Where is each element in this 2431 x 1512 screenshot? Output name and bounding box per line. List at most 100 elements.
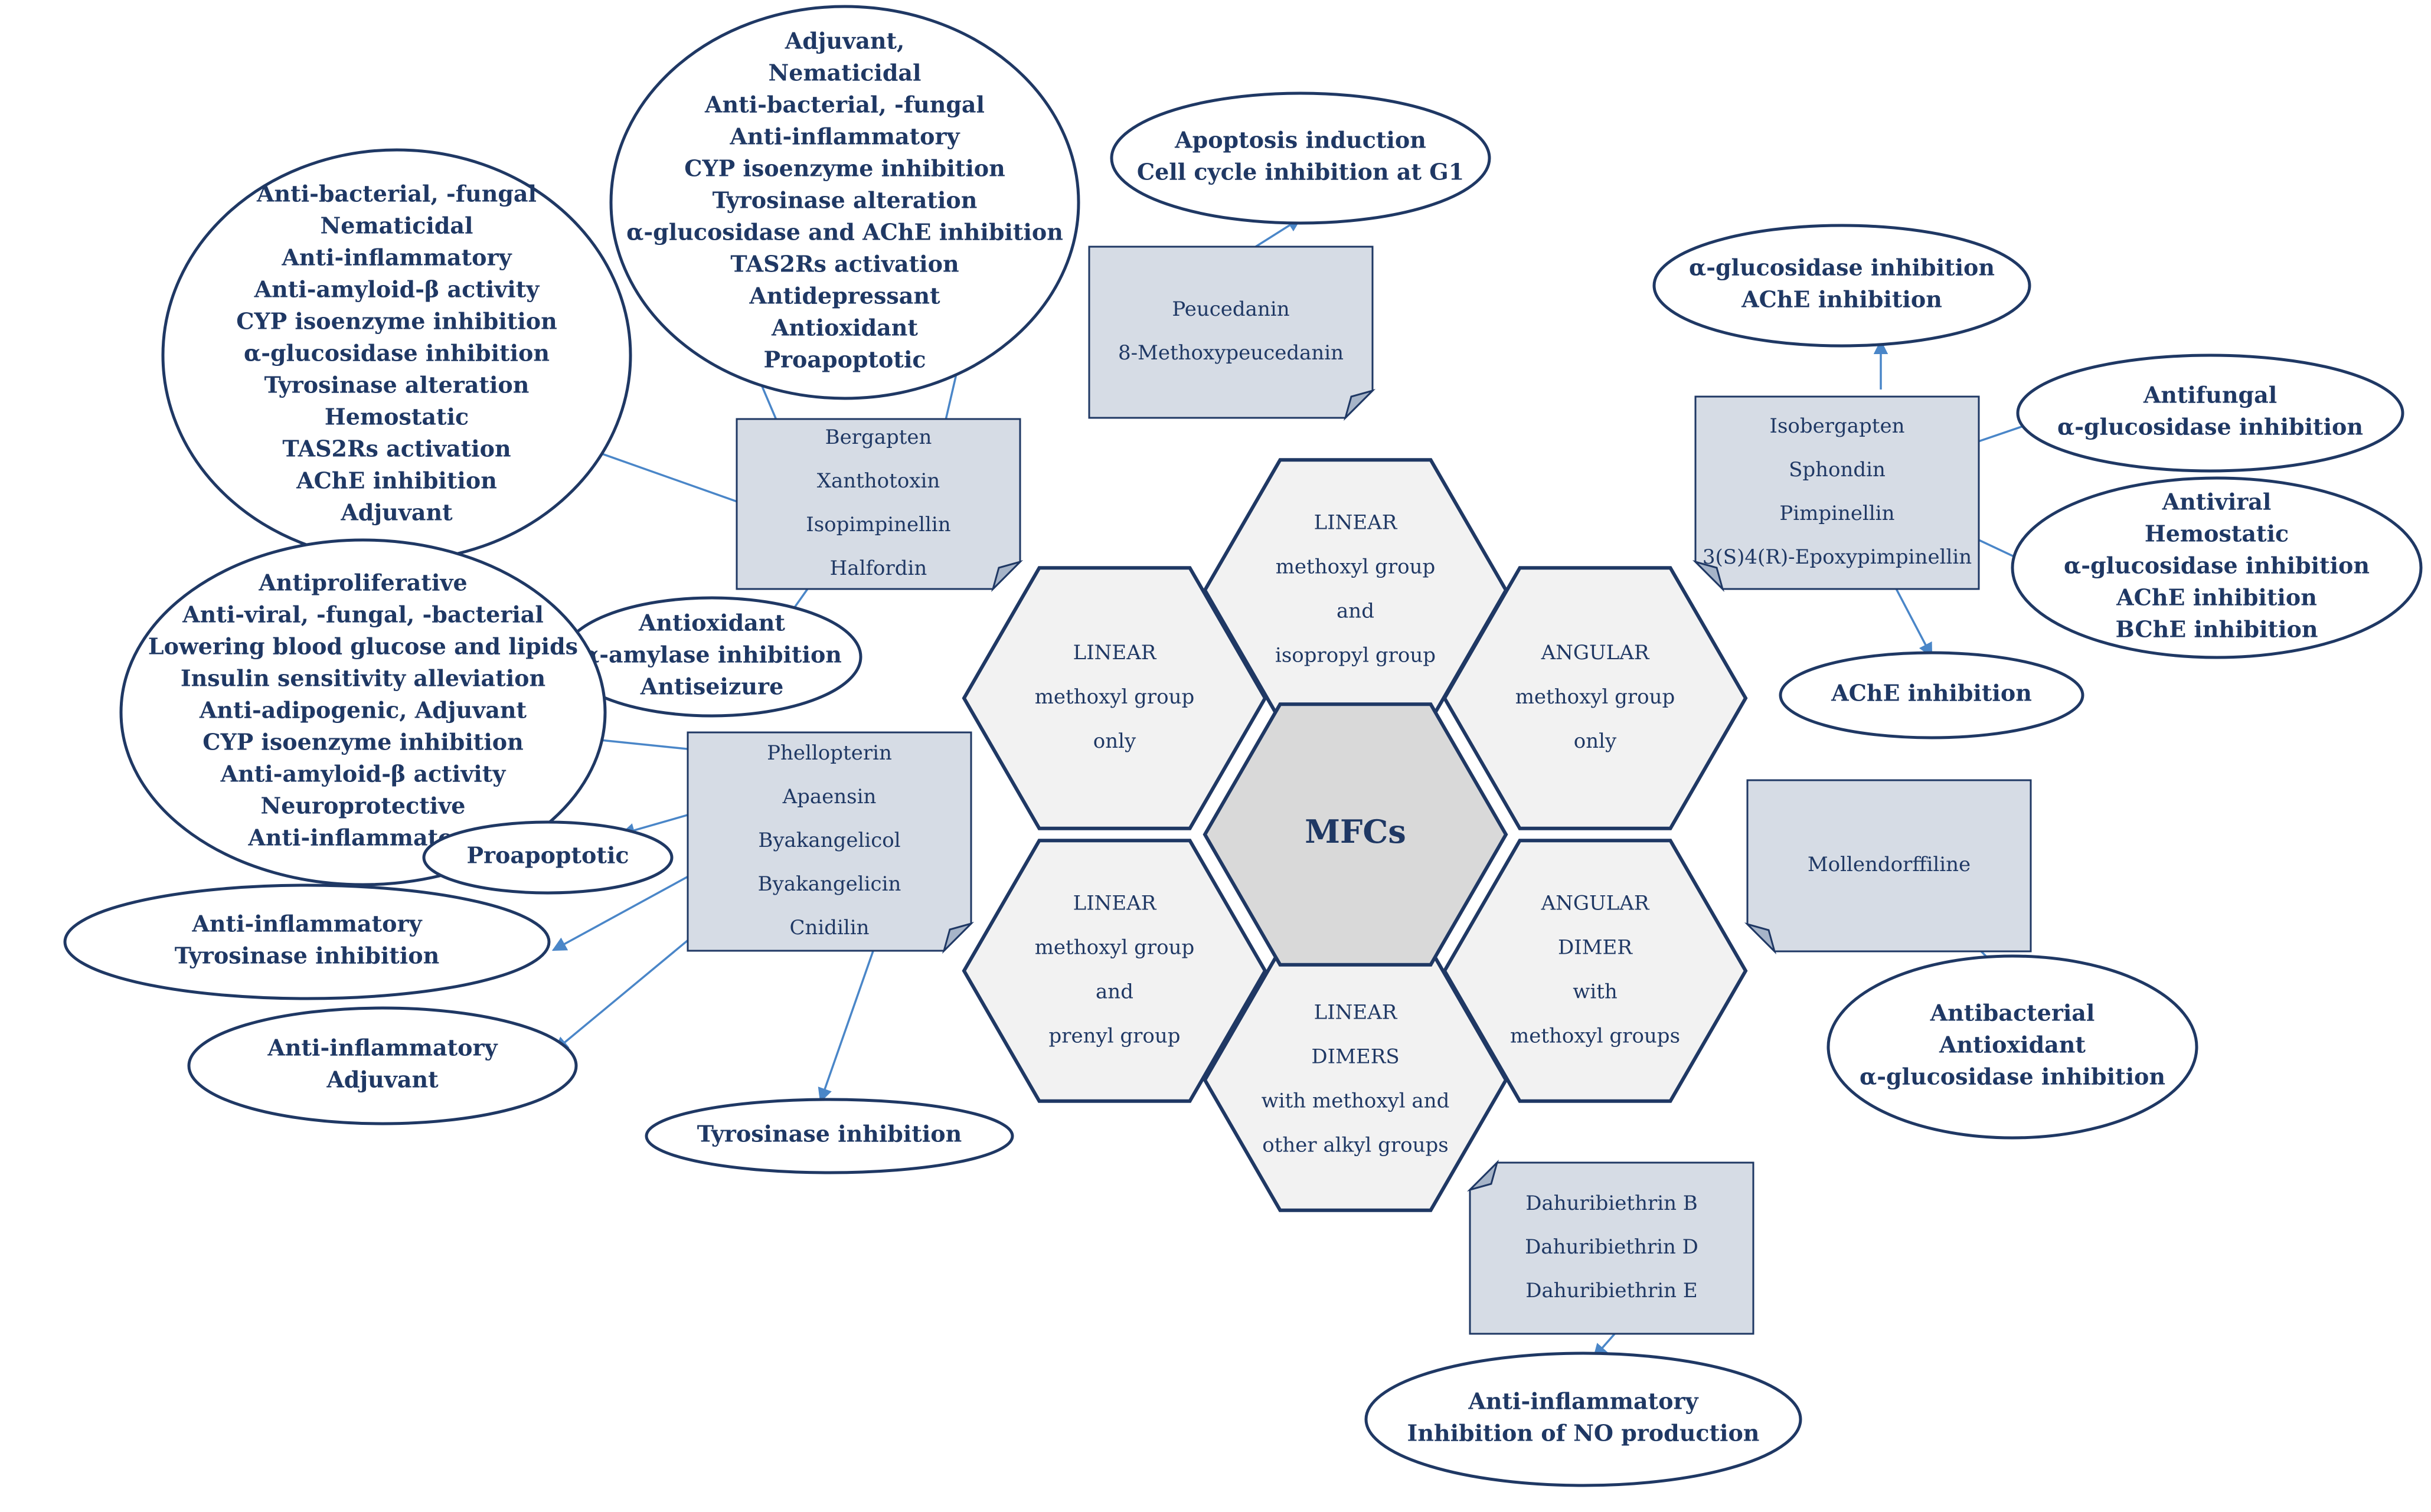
activity-line: Anti-amyloid-β activity xyxy=(220,761,507,787)
activity-line: Antidepressant xyxy=(749,283,940,309)
activity-line: Neuroprotective xyxy=(261,793,466,819)
compound-name-line: Xanthotoxin xyxy=(817,469,940,493)
activity-line: Adjuvant xyxy=(326,1066,439,1093)
compound-name-line: Isopimpinellin xyxy=(806,513,950,536)
hexagon-shape xyxy=(1442,566,1748,830)
activity-line: CYP isoenzyme inhibition xyxy=(202,729,524,755)
note-fold xyxy=(1692,560,1724,593)
activity-ellipse xyxy=(422,820,674,895)
activity-ellipse xyxy=(2011,476,2423,659)
hexagon-label-line: ANGULAR xyxy=(1541,641,1650,665)
activity-line: Antioxidant xyxy=(771,315,918,341)
activity-line: Anti-viral, -fungal, -bacterial xyxy=(182,601,544,628)
note-fold xyxy=(1344,389,1376,421)
activity-line: Anti-bacterial, -fungal xyxy=(256,181,537,207)
connector-arrow xyxy=(818,932,881,1103)
center-hexagon-shape xyxy=(1203,702,1508,967)
hexagon-label-line: with methoxyl and xyxy=(1262,1089,1450,1113)
ell-isopimpinellin: Anti-bacterial, -fungalNematicidalAnti-i… xyxy=(161,148,632,562)
hexagon-shape xyxy=(962,566,1267,830)
hexagon-label-line: and xyxy=(1096,980,1133,1004)
compound-name-line: Mollendorffiline xyxy=(1808,853,1971,876)
note-shape xyxy=(1088,246,1374,419)
activity-line: Tyrosinase alteration xyxy=(713,187,978,214)
hexagon-label-line: and xyxy=(1337,600,1374,623)
activity-line: CYP isoenzyme inhibition xyxy=(684,155,1005,182)
activity-line: Proapoptotic xyxy=(466,842,629,869)
hex-angular-methoxyl-only: ANGULAR methoxyl group only xyxy=(1442,566,1748,830)
activity-line: Tyrosinase alteration xyxy=(264,372,530,398)
activity-line: Antiseizure xyxy=(640,673,784,700)
compound-name-line: Halfordin xyxy=(830,557,927,580)
note-mollendorffiline: Mollendorffiline xyxy=(1744,779,2032,955)
hexagon-label-line: other alkyl groups xyxy=(1262,1134,1448,1157)
activity-line: Hemostatic xyxy=(325,404,469,430)
ell-epoxypimpinellin: AChE inhibition xyxy=(1779,651,2084,739)
activity-line: Apoptosis induction xyxy=(1174,127,1426,153)
activity-ellipse xyxy=(63,883,551,1000)
note-bergapten: BergaptenXanthotoxinIsopimpinellinHalfor… xyxy=(736,418,1024,593)
activity-line: Antiproliferative xyxy=(258,570,467,596)
compound-name-line: Peucedanin xyxy=(1172,297,1289,321)
hexagon-label-line: prenyl group xyxy=(1048,1025,1180,1048)
note-fold xyxy=(991,560,1024,593)
activity-line: α-glucosidase and AChE inhibition xyxy=(626,219,1063,246)
activity-line: Lowering blood glucose and lipids xyxy=(148,633,578,660)
hexagon-label-line: LINEAR xyxy=(1073,892,1157,915)
activity-line: Antifungal xyxy=(2143,382,2277,408)
activity-line: TAS2Rs activation xyxy=(282,436,511,462)
activity-line: Tyrosinase inhibition xyxy=(697,1121,962,1147)
compound-name-line: Cnidilin xyxy=(789,916,869,940)
activity-line: Inhibition of NO production xyxy=(1407,1420,1760,1446)
activity-line: Tyrosinase inhibition xyxy=(175,942,440,969)
note-phellopterin: PhellopterinApaensinByakangelicolByakang… xyxy=(687,731,975,954)
hexagon-label-line: methoxyl group xyxy=(1515,685,1675,709)
activity-line: Proapoptotic xyxy=(763,346,926,373)
compound-name-line: Isobergapten xyxy=(1770,414,1905,438)
activity-line: α-glucosidase inhibition xyxy=(1689,254,1995,281)
activity-line: α-glucosidase inhibition xyxy=(1860,1063,2165,1090)
activity-line: Antioxidant xyxy=(1939,1032,2086,1058)
note-layer: Peucedanin8-MethoxypeucedaninBergaptenXa… xyxy=(687,246,2032,1335)
compound-name-line: Dahuribiethrin B xyxy=(1525,1192,1698,1215)
activity-line: Adjuvant, xyxy=(785,28,905,54)
activity-line: Antioxidant xyxy=(638,610,785,636)
activity-line: Anti-adipogenic, Adjuvant xyxy=(199,697,527,724)
hexagon-label-line: only xyxy=(1574,729,1617,753)
activity-line: Anti-inflammatory xyxy=(729,123,960,150)
activity-line: AChE inhibition xyxy=(2116,584,2317,611)
note-fold xyxy=(942,922,975,954)
hexagon-shape xyxy=(962,839,1267,1103)
activity-line: Anti-inflammatory xyxy=(1468,1388,1698,1415)
activity-line: α-glucosidase inhibition xyxy=(2057,414,2363,440)
compound-name-line: Sphondin xyxy=(1789,458,1886,482)
activity-line: Antiviral xyxy=(2162,489,2272,515)
hexagon-label-line: methoxyl group xyxy=(1276,555,1436,579)
hexagon-label-line: methoxyl group xyxy=(1035,685,1195,709)
note-shape xyxy=(1694,395,1980,590)
note-shape xyxy=(1746,779,2032,953)
activity-ellipse xyxy=(609,5,1080,400)
activity-layer: Anti-bacterial, -fungalNematicidalAnti-i… xyxy=(63,5,2423,1487)
activity-line: Anti-inflammatory xyxy=(267,1035,498,1061)
ell-cnidilin: Tyrosinase inhibition xyxy=(645,1098,1014,1174)
activity-line: α-glucosidase inhibition xyxy=(2064,552,2370,579)
activity-line: Anti-bacterial, -fungal xyxy=(704,91,985,118)
